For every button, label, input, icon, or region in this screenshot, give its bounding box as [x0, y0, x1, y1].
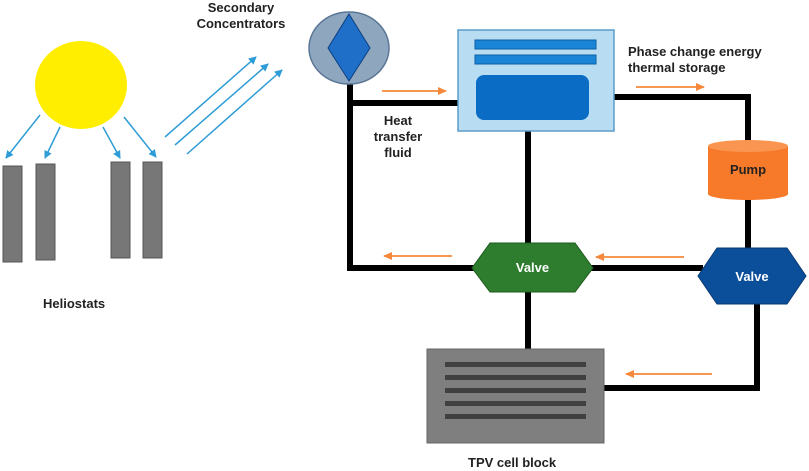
sun: [35, 41, 127, 129]
valve-right: [697, 247, 807, 305]
valve-left-label: Valve: [515, 260, 550, 275]
pump: [708, 140, 788, 200]
reflected-rays: [164, 56, 283, 155]
pipes: [347, 77, 760, 391]
storage-bar: [474, 54, 597, 65]
valve-left: [471, 242, 594, 293]
pump-label: Pump: [729, 162, 767, 177]
heliostat-mirror: [110, 161, 131, 259]
secondary-concentrators-label: Secondary Concentrators: [196, 0, 286, 31]
storage-bar: [474, 39, 597, 50]
phase-change-storage-label: Phase change energy thermal storage: [628, 44, 762, 75]
tpv-cell-stripes: [445, 362, 586, 419]
heliostat-mirror: [2, 165, 23, 263]
heliostats: [2, 161, 163, 263]
heliostat-mirror: [142, 161, 163, 259]
concentrator-diamond: [327, 13, 371, 82]
valve-right-label: Valve: [735, 269, 769, 284]
sun-rays: [5, 114, 157, 159]
tpv-cell-block-label: TPV cell block: [468, 455, 557, 470]
flow-arrows: [382, 83, 712, 378]
heliostat-mirror: [35, 163, 56, 261]
heat-transfer-fluid-label: Heat transfer fluid: [373, 113, 423, 160]
heliostats-label: Heliostats: [43, 296, 106, 311]
storage-core: [476, 75, 589, 120]
